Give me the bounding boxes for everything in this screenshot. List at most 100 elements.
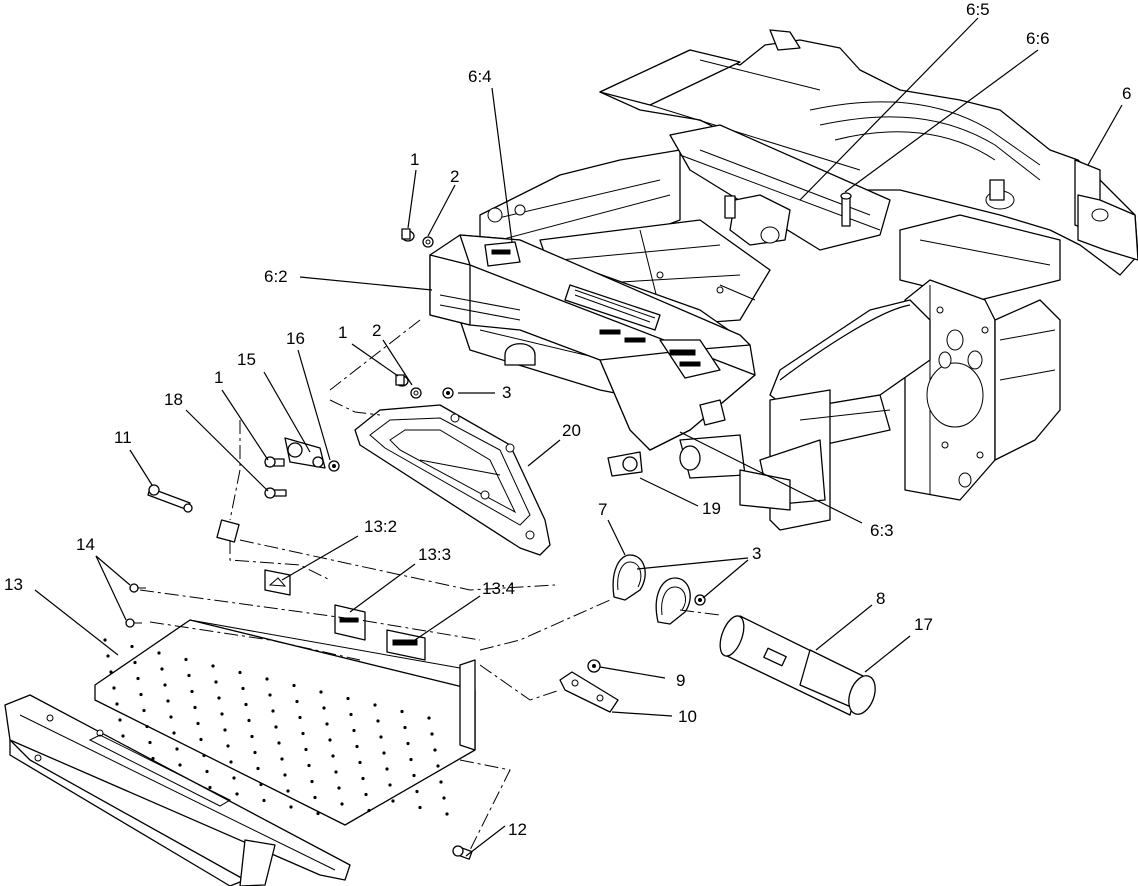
perforation-hole (439, 780, 443, 784)
callout-labels: 1 2 6:4 6:5 6:6 6 6:2 1 2 3 16 15 1 18 1… (4, 0, 1131, 839)
perforation-hole (298, 715, 302, 720)
perforation-hole (214, 680, 218, 684)
perforation-hole (139, 692, 143, 697)
perforation-hole (199, 737, 203, 742)
callout-15: 15 (237, 350, 256, 369)
perforation-hole (415, 789, 419, 794)
perforation-hole (376, 719, 380, 723)
perforation-hole (235, 792, 239, 796)
perforation-hole (268, 693, 272, 697)
perforation-hole (418, 805, 422, 810)
perforation-hole (301, 731, 305, 736)
perforation-hole (229, 760, 233, 764)
perforation-hole (274, 725, 278, 729)
callout-20: 20 (562, 421, 581, 440)
perforation-hole (430, 732, 434, 736)
callout-19: 19 (702, 499, 721, 518)
perforation-hole (142, 708, 146, 713)
kick-plate (4, 694, 351, 886)
callout-6-4: 6:4 (468, 67, 492, 86)
perforation-hole (220, 712, 224, 716)
perforation-hole (391, 799, 395, 803)
perforation-hole (364, 792, 368, 797)
nut-3-right-b (694, 594, 706, 606)
hardware (125, 192, 852, 860)
bolt-18 (264, 487, 287, 499)
perforation-hole (319, 690, 323, 694)
perforation-hole (145, 724, 149, 729)
perforation-hole (355, 744, 359, 749)
perforation-hole (148, 740, 152, 745)
perforation-hole (367, 808, 371, 813)
perforation-hole (403, 725, 407, 730)
perforation-hole (109, 670, 113, 674)
perforation-hole (322, 706, 326, 710)
perforation-hole (226, 744, 230, 748)
perforation-hole (409, 757, 413, 762)
perforation-hole (400, 709, 404, 714)
perforation-hole (256, 766, 260, 771)
perforation-hole (190, 689, 194, 694)
perforation-hole (349, 712, 353, 717)
callout-17: 17 (914, 615, 933, 634)
perforation-hole (208, 785, 212, 790)
callout-16: 16 (286, 329, 305, 348)
perforation-hole (172, 731, 176, 735)
perforation-hole (103, 638, 107, 642)
perforation-hole (373, 703, 377, 707)
perforation-hole (178, 763, 182, 767)
perforation-hole (223, 728, 227, 732)
perforation-hole (277, 741, 281, 745)
callout-8: 8 (876, 589, 885, 608)
callout-6-3: 6:3 (870, 521, 894, 540)
callout-12: 12 (508, 820, 527, 839)
callout-11: 11 (114, 428, 132, 447)
strap-10 (559, 671, 619, 713)
perforation-hole (205, 769, 209, 774)
perforation-hole (196, 721, 200, 726)
perforation-hole (244, 702, 248, 707)
callout-13-4: 13:4 (482, 579, 515, 598)
bolt-1-mid (395, 374, 409, 387)
perforation-hole (325, 722, 329, 726)
perforation-hole (202, 753, 206, 758)
perforation-hole (289, 805, 293, 809)
perforation-hole (133, 660, 137, 665)
perforation-hole (247, 718, 251, 723)
perforation-hole (379, 735, 383, 739)
perforation-hole (169, 715, 173, 719)
perforation-hole (385, 767, 389, 771)
perforation-hole (241, 686, 245, 691)
bolt-12 (452, 845, 473, 860)
callout-9: 9 (676, 671, 685, 690)
nut-3-mid (442, 387, 454, 399)
callout-1-left: 1 (214, 368, 223, 387)
perforation-hole (121, 734, 125, 738)
leader-lines (34, 17, 1123, 857)
callout-2-mid: 2 (372, 321, 381, 340)
perforation-hole (283, 773, 287, 777)
perforation-hole (271, 709, 275, 713)
bolt-1-top (401, 228, 415, 242)
callout-6-6: 6:6 (1026, 29, 1050, 48)
callout-2-top: 2 (450, 167, 459, 186)
bolt-11 (147, 484, 193, 513)
perforation-hole (292, 683, 296, 688)
callout-18: 18 (164, 390, 183, 409)
bolt-1-left (264, 456, 285, 468)
callout-3-right: 3 (752, 544, 761, 563)
perforation-hole (160, 667, 164, 671)
callout-3-mid: 3 (502, 383, 511, 402)
nut-16 (328, 460, 340, 472)
perforation-hole (163, 683, 167, 687)
perforation-hole (442, 796, 446, 800)
perforation-hole (280, 757, 284, 761)
screw-14-bottom (125, 618, 142, 628)
access-cover-20 (354, 404, 551, 556)
main-frame (459, 29, 1138, 531)
perforation-hole (340, 802, 344, 806)
perforation-hole (307, 763, 311, 768)
perforation-hole (238, 670, 242, 675)
callout-6: 6 (1122, 84, 1131, 103)
